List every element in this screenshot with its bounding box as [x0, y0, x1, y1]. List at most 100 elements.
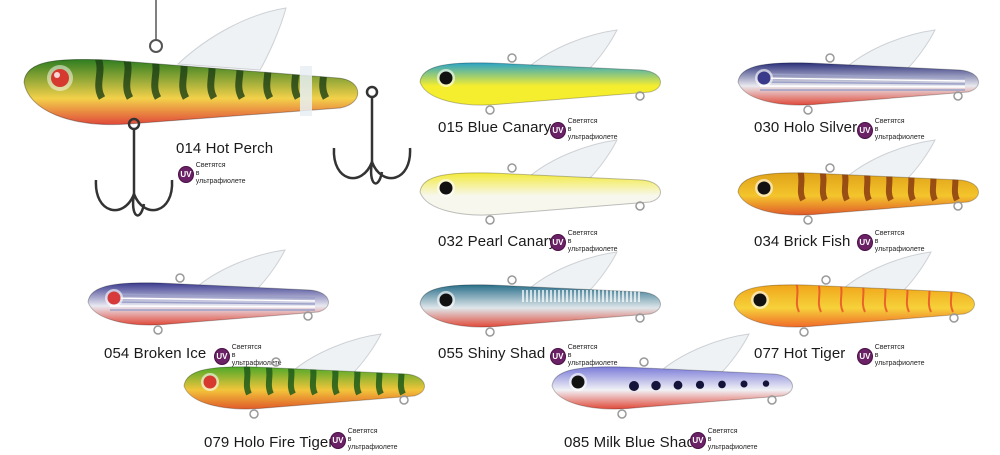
clear-band — [300, 66, 312, 116]
rear-ring — [953, 201, 963, 211]
treble-hook-rear — [332, 85, 412, 185]
line-tie-ring — [507, 53, 517, 63]
lure-image-055 — [419, 251, 661, 337]
lure-eye — [51, 69, 69, 87]
uv-note-015: UV Светятся в ультрафиолете — [550, 118, 619, 142]
lure-caption-055: 055 Shiny Shad — [438, 345, 546, 362]
lure-caption-077: 077 Hot Tiger — [754, 345, 846, 362]
uv-note-text: Светятся в ультрафиолете — [195, 162, 246, 185]
lure-caption-032: 032 Pearl Canary — [438, 233, 557, 250]
rear-ring — [399, 395, 409, 405]
rear-ring — [949, 313, 959, 323]
line-tie-ring — [821, 275, 831, 285]
dorsal-fin — [846, 139, 936, 179]
uv-note-text: Светятся в ультрафиолете — [567, 344, 618, 367]
uv-note-014: UV Светятся в ультрафиолете — [178, 162, 247, 186]
snap-ring — [149, 39, 163, 53]
lure-image-015 — [419, 29, 661, 115]
lure-eye — [439, 293, 453, 307]
lure-pattern — [759, 73, 966, 91]
line-tie-ring — [825, 53, 835, 63]
rear-ring — [767, 395, 777, 405]
dorsal-fin — [660, 333, 750, 373]
lure-caption-030: 030 Holo Silver — [754, 119, 858, 136]
lure-caption-034: 034 Brick Fish — [754, 233, 851, 250]
uv-note-030: UV Светятся в ультрафиолете — [857, 118, 926, 142]
uv-icon: UV — [330, 431, 346, 449]
belly-ring — [799, 327, 809, 337]
belly-ring — [485, 327, 495, 337]
dorsal-fin — [196, 249, 286, 289]
lure-eye — [757, 181, 771, 195]
lure-caption-085: 085 Milk Blue Shad — [564, 434, 696, 451]
line-tie-ring — [271, 357, 281, 367]
lure-body — [737, 62, 979, 106]
lure-pattern — [522, 290, 640, 302]
dorsal-fin — [842, 251, 932, 291]
dorsal-fin — [528, 251, 618, 291]
uv-icon: UV — [550, 233, 566, 251]
line-tie-ring — [825, 163, 835, 173]
lure-caption-079: 079 Holo Fire Tiger — [204, 434, 334, 451]
lure-image-034 — [737, 139, 979, 225]
uv-note-054: UV Светятся в ультрафиолете — [214, 344, 283, 368]
rear-ring — [635, 201, 645, 211]
uv-note-055: UV Светятся в ультрафиолете — [550, 344, 619, 368]
dorsal-fin — [292, 333, 382, 373]
lure-eye — [753, 293, 767, 307]
lure-body — [87, 282, 329, 326]
lure-body — [737, 172, 979, 216]
lure-eye — [571, 375, 585, 389]
lure-eye — [439, 181, 453, 195]
belly-ring — [803, 215, 813, 225]
uv-icon: UV — [214, 347, 230, 365]
lure-caption-014: 014 Hot Perch — [176, 140, 274, 157]
dorsal-fin — [176, 7, 287, 71]
uv-icon: UV — [550, 347, 566, 365]
lure-body — [551, 366, 793, 410]
lure-image-032 — [419, 139, 661, 225]
uv-icon: UV — [690, 431, 706, 449]
rear-ring — [635, 313, 645, 323]
belly-ring — [803, 105, 813, 115]
uv-note-085: UV Светятся в ультрафиолете — [690, 428, 759, 452]
uv-icon: UV — [178, 165, 194, 183]
lure-eye — [757, 71, 771, 85]
lure-body — [183, 366, 425, 410]
uv-note-text: Светятся в ультрафиолете — [347, 428, 398, 451]
uv-note-079: UV Светятся в ультрафиолете — [330, 428, 399, 452]
uv-note-077: UV Светятся в ультрафиолете — [857, 344, 926, 368]
rear-ring — [953, 91, 963, 101]
dorsal-fin — [846, 29, 936, 69]
lure-image-079 — [183, 333, 425, 419]
uv-note-034: UV Светятся в ультрафиолете — [857, 230, 926, 254]
belly-ring — [485, 215, 495, 225]
uv-note-text: Светятся в ультрафиолете — [874, 230, 925, 253]
belly-ring — [153, 325, 163, 335]
lure-image-077 — [733, 251, 975, 337]
uv-note-text: Светятся в ультрафиолете — [567, 230, 618, 253]
uv-note-text: Светятся в ультрафиолете — [874, 344, 925, 367]
lure-caption-054: 054 Broken Ice — [104, 345, 207, 362]
eye-highlight — [54, 72, 60, 78]
lure-body — [419, 62, 661, 106]
uv-note-text: Светятся в ультрафиолете — [874, 118, 925, 141]
belly-ring — [617, 409, 627, 419]
belly-ring — [249, 409, 259, 419]
line-tie-ring — [507, 275, 517, 285]
belly-ring — [485, 105, 495, 115]
lure-eye — [439, 71, 453, 85]
lure-image-030 — [737, 29, 979, 115]
line-tie-ring — [507, 163, 517, 173]
lure-image-054 — [87, 249, 329, 335]
lure-pattern — [109, 293, 316, 311]
line-tie-ring — [175, 273, 185, 283]
lure-body — [23, 58, 359, 126]
lure-eye — [203, 375, 217, 389]
lure-body — [419, 172, 661, 216]
lure-eye — [107, 291, 121, 305]
rear-ring — [303, 311, 313, 321]
uv-note-text: Светятся в ультрафиолете — [231, 344, 282, 367]
dorsal-fin — [528, 139, 618, 179]
uv-icon: UV — [550, 121, 566, 139]
